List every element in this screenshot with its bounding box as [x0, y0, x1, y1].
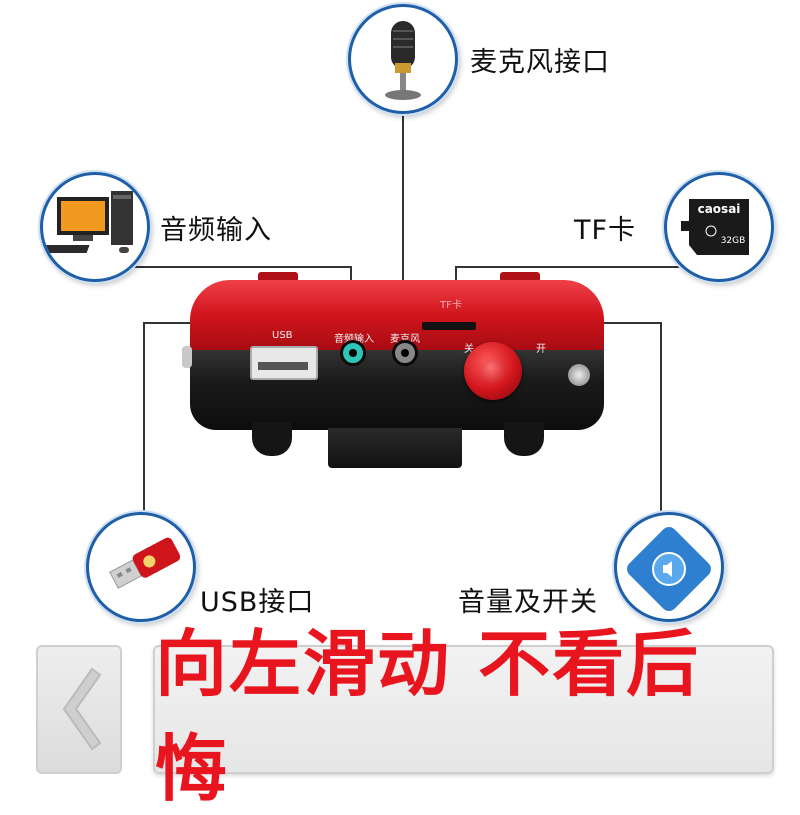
tf-connector-line-h — [455, 266, 700, 268]
audio-in-jack-hole — [349, 349, 357, 357]
device-side-button-left — [182, 346, 192, 368]
device: USB 音频输入 麦克风 TF卡 关 开 — [182, 272, 612, 470]
knob-on-label: 开 — [536, 344, 546, 355]
mic-jack[interactable] — [392, 340, 418, 366]
mic-callout-circle — [348, 4, 458, 114]
sd-card-icon: caosai 32GB — [681, 199, 749, 255]
tf-callout-label: TF卡 — [574, 215, 637, 246]
knob-off-label: 关 — [464, 344, 474, 355]
mic-connector-line — [402, 110, 404, 338]
usb-connector-line-v — [143, 322, 145, 522]
volume-knob[interactable] — [464, 342, 522, 400]
usb-callout-label: USB接口 — [200, 587, 315, 618]
chevron-left-icon — [62, 667, 102, 751]
usb-port[interactable] — [250, 346, 318, 380]
volume-callout-label: 音量及开关 — [458, 587, 598, 618]
device-foot-right — [504, 422, 544, 456]
usb-stick-icon — [109, 537, 181, 589]
device-belt-clip — [328, 428, 462, 468]
usb-callout-circle — [86, 512, 196, 622]
tf-card-slot[interactable] — [422, 322, 476, 330]
usb-port-label: USB — [272, 330, 293, 341]
microphone-icon — [385, 21, 421, 100]
volume-connector-line-v — [660, 322, 662, 522]
usb-port-tongue — [258, 362, 308, 370]
sd-card-brand: caosai — [698, 202, 741, 216]
tf-slot-label: TF卡 — [440, 300, 462, 311]
volume-knob-center — [481, 359, 505, 383]
audio-in-callout-circle — [40, 172, 150, 282]
slide-left-banner: 向左滑动 不看后悔 — [153, 621, 774, 811]
mic-jack-hole — [401, 349, 409, 357]
back-arrow-button[interactable] — [36, 645, 122, 774]
mic-port-label: 麦克风 — [390, 330, 420, 345]
device-side-button-right[interactable] — [568, 364, 590, 386]
audio-in-callout-label: 音频输入 — [160, 215, 272, 246]
volume-switch-icon — [627, 527, 711, 611]
volume-callout-circle — [614, 512, 724, 622]
audio-in-jack[interactable] — [340, 340, 366, 366]
slide-left-text: 向左滑动 不看后悔 — [155, 621, 701, 811]
mic-callout-label: 麦克风接口 — [470, 47, 610, 78]
computer-icon — [43, 191, 133, 253]
audio-connector-line-h — [128, 266, 352, 268]
audio-port-label: 音频输入 — [334, 330, 374, 345]
device-foot-left — [252, 422, 292, 456]
tf-callout-circle: caosai 32GB — [664, 172, 774, 282]
sd-card-capacity: 32GB — [721, 236, 746, 246]
